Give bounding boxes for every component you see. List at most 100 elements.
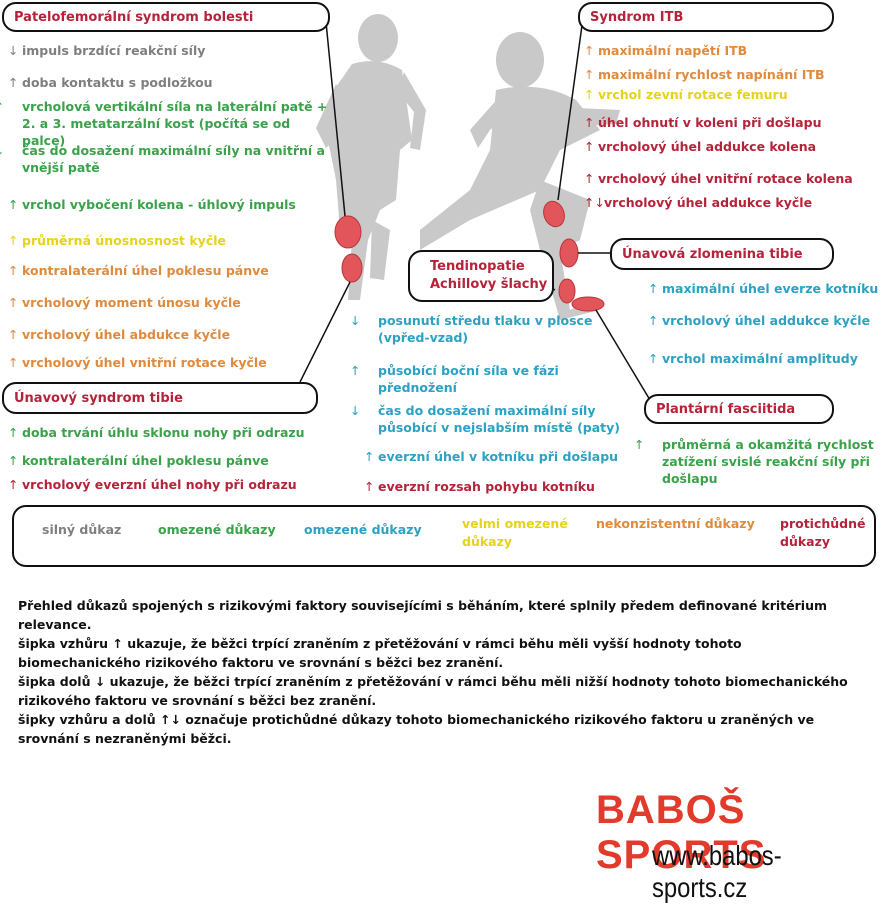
box-plantar: Plantární fasciitida xyxy=(644,394,834,424)
tibia-syndrome-factor: ↑vrcholový everzní úhel nohy při odrazu xyxy=(8,476,297,493)
factor-label: maximální rychlost napínání ITB xyxy=(598,67,825,82)
pfps-factor: ↑vrcholový úhel abdukce kyčle xyxy=(8,326,230,343)
arrow-up-icon: ↑ xyxy=(8,233,19,248)
factor-label: vrcholový everzní úhel nohy při odrazu xyxy=(22,477,297,492)
itb-factor: ↑↓vrcholový úhel addukce kyčle xyxy=(584,194,812,211)
factor-label: impuls brzdící reakční síly xyxy=(22,43,206,58)
tibia-syndrome-factor: ↑doba trvání úhlu sklonu nohy při odrazu xyxy=(8,424,305,441)
factor-label: kontralaterální úhel poklesu pánve xyxy=(22,453,269,468)
factor-label: vrcholový úhel addukce kyčle xyxy=(662,313,871,328)
arrow-up-icon: ↑ xyxy=(8,355,19,370)
legend-inconsistent: nekonzistentní důkazy xyxy=(596,516,755,531)
itb-factor: ↑vrcholový úhel vnitřní rotace kolena xyxy=(584,170,853,187)
arrow-down-icon: ↓ xyxy=(350,403,361,418)
arrow-up-icon: ↑ xyxy=(584,87,595,102)
arrow-up-icon: ↑ xyxy=(8,327,19,342)
arrow-up-icon: ↑ xyxy=(8,197,19,212)
pfps-factor: ↑vrcholový moment únosu kyčle xyxy=(8,294,241,311)
legend-very-limited: velmi omezené důkazy xyxy=(462,516,568,549)
itb-factor: ↑maximální rychlost napínání ITB xyxy=(584,66,825,83)
factor-label: průměrná a okamžitá rychlost zatížení sv… xyxy=(662,437,874,486)
arrow-down-icon: ↓ xyxy=(0,142,22,159)
box-tibia-syndrome: Únavový syndrom tibie xyxy=(2,382,318,414)
factor-label: vrchol zevní rotace femuru xyxy=(598,87,788,102)
factor-label: maximální napětí ITB xyxy=(598,43,748,58)
box-itb: Syndrom ITB xyxy=(578,2,834,32)
arrow-up-icon: ↑ xyxy=(8,263,19,278)
arrow-up-icon: ↑ xyxy=(634,437,645,452)
arrow-down-icon: ↓ xyxy=(350,313,361,328)
arrow-up-icon: ↑ xyxy=(8,477,19,492)
achilles-factor: ↓ posunutí středu tlaku v plosce (vpřed-v… xyxy=(350,312,608,346)
pfps-factor: ↑kontralaterální úhel poklesu pánve xyxy=(8,262,269,279)
achilles-factor: ↓ čas do dosažení maximální síly působící… xyxy=(350,402,628,436)
factor-label: čas do dosažení maximální síly působící … xyxy=(378,403,621,435)
factor-label: vrcholový úhel vnitřní rotace kolena xyxy=(598,171,853,186)
factor-label: doba trvání úhlu sklonu nohy při odrazu xyxy=(22,425,305,440)
factor-label: maximální úhel everze kotníku xyxy=(662,281,879,296)
hotspot-foot-right xyxy=(571,296,605,312)
arrow-up-icon: ↑ xyxy=(364,479,375,494)
legend-limited-blue: omezené důkazy xyxy=(304,522,422,537)
explanation-text: Přehled důkazů spojených s rizikovými fa… xyxy=(18,596,858,748)
explanation-line-1: Přehled důkazů spojených s rizikovými fa… xyxy=(18,598,828,632)
legend-strong: silný důkaz xyxy=(42,522,122,537)
arrow-up-icon: ↑ xyxy=(8,425,19,440)
evidence-legend: silný důkaz omezené důkazy omezené důkaz… xyxy=(12,505,876,567)
legend-limited-green: omezené důkazy xyxy=(158,522,276,537)
factor-label: vrcholový úhel addukce kyčle xyxy=(604,195,813,210)
hotspot-ankle-right xyxy=(558,278,576,304)
arrow-up-down-icon: ↑↓ xyxy=(584,195,605,210)
factor-label: posunutí středu tlaku v plosce (vpřed-vz… xyxy=(378,313,593,345)
hotspot-shin-left xyxy=(341,253,363,283)
factor-label: úhel ohnutí v koleni při došlapu xyxy=(598,115,822,130)
plantar-factor: ↑ průměrná a okamžitá rychlost zatížení s… xyxy=(634,436,888,487)
factor-label: vrcholový moment únosu kyčle xyxy=(22,295,241,310)
itb-factor: ↑maximální napětí ITB xyxy=(584,42,747,59)
factor-label: vrchol maximální amplitudy xyxy=(662,351,858,366)
itb-factor: ↑vrcholový úhel addukce kolena xyxy=(584,138,816,155)
pfps-factor: ↑doba kontaktu s podložkou xyxy=(8,74,213,91)
box-achilles: Tendinopatie Achillovy šlachy xyxy=(408,250,554,302)
tibia-fracture-factor: ↑maximální úhel everze kotníku xyxy=(648,280,878,297)
arrow-up-icon: ↑ xyxy=(584,139,595,154)
achilles-factor: ↑everzní rozsah pohybu kotníku xyxy=(364,478,595,495)
hotspot-shin-right xyxy=(559,238,579,268)
arrow-up-icon: ↑ xyxy=(648,313,659,328)
explanation-line-4: šipky vzhůru a dolů ↑↓ označuje protichů… xyxy=(18,712,815,746)
arrow-up-icon: ↑ xyxy=(584,171,595,186)
factor-label: vrcholový úhel vnitřní rotace kyčle xyxy=(22,355,267,370)
tibia-fracture-factor: ↑vrcholový úhel addukce kyčle xyxy=(648,312,870,329)
factor-label: čas do dosažení maximální síly na vnitřn… xyxy=(22,143,325,175)
pfps-factor: ↑průměrná únosnosnost kyčle xyxy=(8,232,226,249)
itb-factor: ↑úhel ohnutí v koleni při došlapu xyxy=(584,114,821,131)
arrow-up-icon: ↑ xyxy=(350,363,361,378)
arrow-up-icon: ↑ xyxy=(364,449,375,464)
box-tibia-fracture: Únavová zlomenina tibie xyxy=(610,238,834,270)
factor-label: kontralaterální úhel poklesu pánve xyxy=(22,263,269,278)
hotspot-knee-left xyxy=(334,215,362,249)
pfps-factor: ↓impuls brzdící reakční síly xyxy=(8,42,205,59)
brand-url[interactable]: www.babos-sports.cz xyxy=(652,840,782,903)
factor-label: everzní rozsah pohybu kotníku xyxy=(378,479,595,494)
factor-label: průměrná únosnosnost kyčle xyxy=(22,233,227,248)
hotspot-knee-right xyxy=(543,200,565,228)
arrow-up-icon: ↑ xyxy=(8,453,19,468)
factor-label: vrcholový úhel abdukce kyčle xyxy=(22,327,231,342)
arrow-up-icon: ↑ xyxy=(584,43,595,58)
achilles-factor: ↑působící boční síla ve fázi přednožení xyxy=(350,362,568,396)
arrow-up-icon: ↑ xyxy=(8,75,19,90)
box-patellofemoral: Patelofemorální syndrom bolesti xyxy=(2,2,330,32)
arrow-up-icon: ↑ xyxy=(584,67,595,82)
arrow-up-icon: ↑ xyxy=(648,281,659,296)
factor-label: everzní úhel v kotníku při došlapu xyxy=(378,449,619,464)
pfps-factor: ↑vrcholová vertikální síla na laterální … xyxy=(0,98,332,149)
factor-label: vrchol vybočení kolena - úhlový impuls xyxy=(22,197,296,212)
explanation-line-3: šipka dolů ↓ ukazuje, že běžci trpící zr… xyxy=(18,674,848,708)
achilles-factor: ↑everzní úhel v kotníku při došlapu xyxy=(364,448,618,465)
itb-factor: ↑vrchol zevní rotace femuru xyxy=(584,86,788,103)
arrow-down-icon: ↓ xyxy=(8,43,19,58)
brand-logo: BABOŠ SPORTS xyxy=(596,788,767,877)
runner-silhouettes xyxy=(299,14,651,401)
arrow-up-icon: ↑ xyxy=(8,295,19,310)
